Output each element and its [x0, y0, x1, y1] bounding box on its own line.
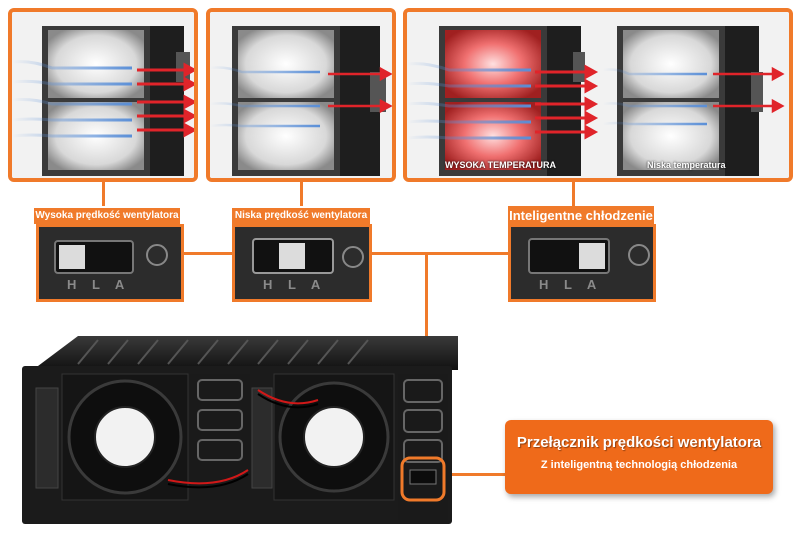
connector-line	[450, 473, 506, 476]
switch-closeup-high: H L A	[36, 224, 184, 302]
switch-silkscreen: H L A	[263, 277, 327, 292]
diagram-high-fan-speed	[8, 8, 198, 182]
drive-bay-illustration	[12, 12, 194, 178]
drive-bay-illustration	[407, 12, 789, 178]
fan-speed-switch-callout: Przełącznik prędkości wentylatora Z inte…	[505, 420, 773, 494]
switch-closeup-low: H L A	[232, 224, 372, 302]
diagram-low-fan-speed	[206, 8, 396, 182]
switch-silkscreen: H L A	[539, 277, 603, 292]
drive-bay-illustration	[210, 12, 392, 178]
connector-line	[572, 182, 575, 206]
connector-line	[370, 252, 510, 255]
callout-subtitle: Z inteligentną technologią chłodzenia	[540, 459, 738, 471]
caption-high-fan-speed: Wysoka prędkość wentylatora	[34, 208, 180, 224]
callout-title: Przełącznik prędkości wentylatora	[516, 434, 762, 451]
high-temperature-label: WYSOKA TEMPERATURA	[445, 160, 556, 170]
mobile-rack-device	[18, 330, 458, 526]
caption-smart-cooling: Inteligentne chłodzenie	[508, 206, 654, 226]
connector-line	[183, 252, 233, 255]
caption-low-fan-speed: Niska prędkość wentylatora	[232, 208, 370, 224]
switch-silkscreen: H L A	[67, 277, 131, 292]
diagram-smart-cooling: WYSOKA TEMPERATURA Niska temperatura	[403, 8, 793, 182]
connector-line	[102, 182, 105, 206]
low-temperature-label: Niska temperatura	[647, 160, 726, 170]
switch-closeup-auto: H L A	[508, 224, 656, 302]
connector-line	[300, 182, 303, 206]
